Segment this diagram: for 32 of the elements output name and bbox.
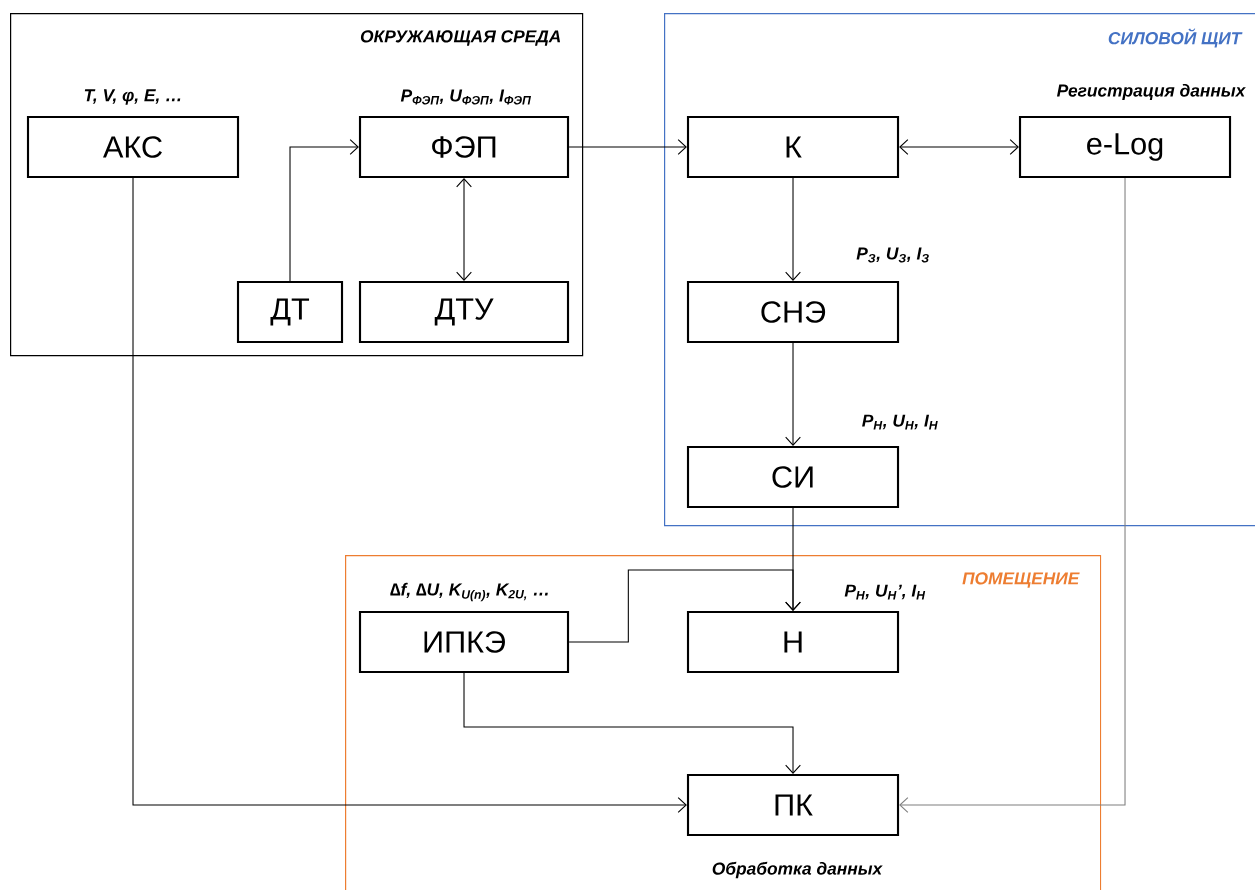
arrow (463, 672, 801, 774)
parameter-label: P$_{Н}$, U$_{Н}$, I$_{Н}$ (862, 414, 938, 430)
parameter-label: P$_{ФЭП}$, U$_{ФЭП}$, I$_{ФЭП}$ (400, 89, 531, 105)
parameter-label: T, V, φ, E, … (84, 89, 181, 105)
arrow (568, 569, 801, 643)
arrow (899, 139, 1019, 155)
arrow (289, 139, 359, 282)
process-box: e-Log (1018, 115, 1232, 179)
process-box: ИПКЭ (358, 610, 570, 674)
process-box: АКС (26, 115, 240, 179)
group-title: СИЛОВОЙ ЩИТ (1108, 28, 1243, 48)
parameter-label: P$_{Н}$, U$_{Н}$’, I$_{Н}$ (844, 584, 926, 600)
process-box: ДТУ (358, 280, 570, 344)
process-box: СНЭ (686, 280, 900, 344)
process-box: ПК (686, 773, 900, 837)
arrow (785, 342, 801, 446)
arrow (899, 177, 1126, 813)
process-box: К (686, 115, 900, 179)
process-box: Н (686, 610, 900, 674)
arrow (568, 139, 687, 155)
parameter-label: ∆f, ∆U, K$_{U(n)}$, K$_{2U,}$ … (390, 582, 548, 602)
process-box: ДТ (236, 280, 344, 344)
process-box: ФЭП (358, 115, 570, 179)
parameter-label: Обработка данных (712, 861, 883, 879)
group-title: ПОМЕЩЕНИЕ (962, 572, 1080, 588)
arrow (785, 177, 801, 281)
parameter-label: P$_{З}$, U$_{З}$, I$_{З}$ (856, 247, 929, 263)
arrow (132, 177, 687, 813)
arrow (456, 178, 472, 281)
parameter-label: Регистрация данных (1057, 83, 1246, 101)
process-box: СИ (686, 445, 900, 509)
group-title: ОКРУЖАЮЩАЯ СРЕДА (360, 30, 561, 46)
